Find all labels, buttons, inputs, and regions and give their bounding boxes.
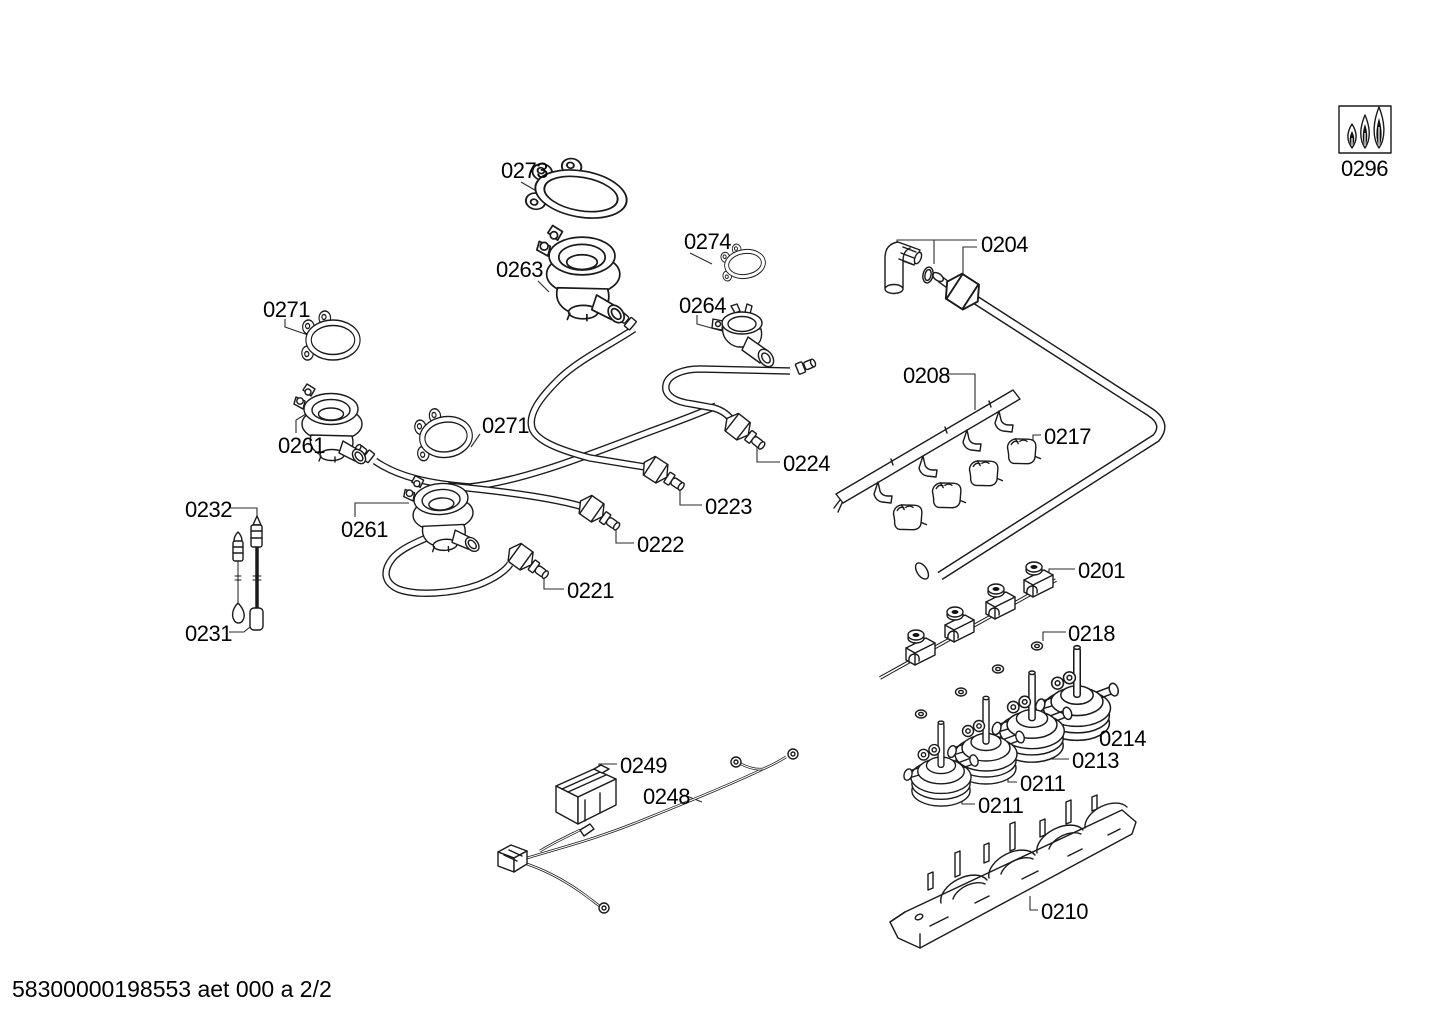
flame-badge	[1338, 105, 1392, 154]
part-label-0264: 0264	[679, 293, 726, 318]
part-label-0271-left: 0271	[263, 297, 310, 322]
part-label-0211-a: 0211	[1020, 771, 1066, 796]
elbow-fitting	[884, 241, 923, 295]
part-label-0271-right: 0271	[482, 413, 529, 438]
part-label-0263: 0263	[496, 257, 543, 282]
leader-0218	[1042, 631, 1066, 641]
part-0232-thermocouple	[249, 515, 264, 631]
part-label-0224: 0224	[783, 451, 830, 476]
leader-0224	[756, 444, 780, 463]
leader-0231	[229, 626, 251, 633]
part-0271-gasket-right	[411, 403, 476, 463]
part-0210-burner-tray	[889, 794, 1137, 949]
part-label-0214: 0214	[1099, 726, 1146, 751]
leader-0222	[615, 527, 634, 544]
leader-0261-lower	[354, 502, 409, 517]
ring-terminal-2	[730, 756, 742, 768]
part-label-0210: 0210	[1041, 899, 1088, 924]
part-label-0204: 0204	[981, 232, 1028, 257]
part-label-0231: 0231	[185, 621, 232, 646]
part-label-0248: 0248	[643, 784, 690, 809]
ring-terminal-3	[598, 902, 610, 914]
leader-0271-left	[284, 319, 309, 336]
part-0271-gasket-left	[301, 310, 361, 361]
part-label-0232: 0232	[185, 497, 232, 522]
leader-0274	[689, 252, 713, 265]
pipe-open-end	[914, 562, 930, 580]
part-label-0221: 0221	[567, 578, 614, 603]
part-label-0213: 0213	[1072, 748, 1119, 773]
part-label-0211-b: 0211	[978, 793, 1024, 818]
o-ring	[922, 266, 934, 284]
part-0263-burner-cup	[536, 224, 629, 327]
part-label-0223: 0223	[705, 494, 752, 519]
leader-0261-upper	[295, 413, 307, 433]
ring-terminal-1	[787, 748, 799, 760]
leader-0263	[537, 280, 550, 293]
leader-0208	[946, 373, 976, 410]
part-0204-inlet-pipe	[884, 241, 1166, 581]
harness-connector	[497, 844, 528, 873]
part-label-0217: 0217	[1044, 424, 1091, 449]
leader-0223	[679, 488, 702, 506]
part-label-0261-upper: 0261	[278, 433, 325, 458]
part-0249-spark-generator	[555, 764, 617, 825]
part-label-0274: 0274	[684, 229, 731, 254]
flame-badge-box	[1338, 105, 1392, 154]
leader-0210	[1029, 896, 1038, 911]
flame-icon	[1347, 106, 1385, 149]
spade-terminal	[579, 823, 595, 837]
part-0224-gas-pipe	[662, 356, 818, 457]
leader-0271-right	[470, 433, 481, 448]
part-label-0208: 0208	[903, 363, 950, 388]
part-0248-wiring-harness	[497, 748, 799, 914]
part-label-0296: 0296	[1341, 156, 1388, 181]
part-label-0222: 0222	[637, 532, 684, 557]
part-0231-ignition-electrode	[231, 531, 245, 624]
part-label-0273: 0273	[501, 158, 548, 183]
part-0223-gas-pipe	[527, 308, 690, 498]
part-0221-gas-pipe	[382, 523, 555, 597]
part-0208-manifold-rail	[833, 389, 1021, 513]
part-label-0249: 0249	[620, 753, 667, 778]
part-0201-clip-bracket	[879, 561, 1057, 680]
part-label-0261-lower: 0261	[341, 517, 388, 542]
document-number: 58300000198553 aet 000 a 2/2	[12, 976, 332, 1002]
part-0222-gas-pipe	[352, 402, 718, 538]
part-label-0201: 0201	[1078, 558, 1125, 583]
leader-0232	[229, 507, 258, 516]
part-label-0218: 0218	[1068, 621, 1115, 646]
part-labels: 0273 0274 0263 0264 0271 0204 0208 0261 …	[185, 156, 1389, 924]
